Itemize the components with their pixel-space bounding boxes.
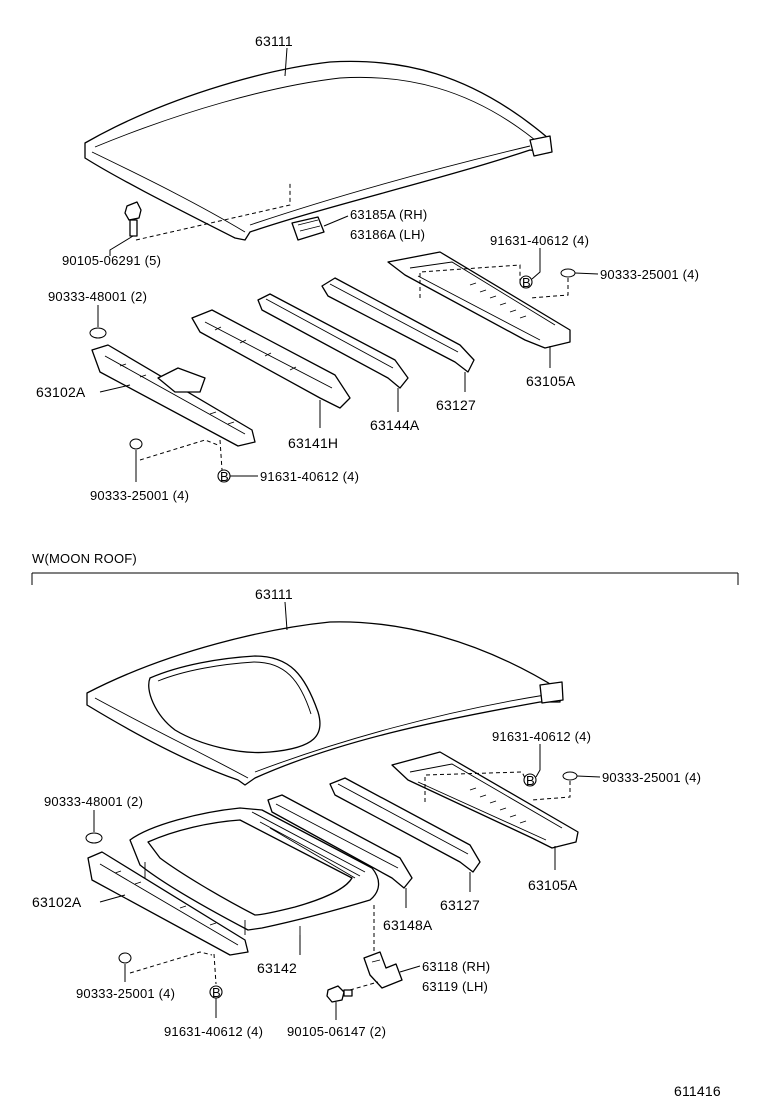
dashed-leader-rear-rail [419, 264, 521, 298]
dashed-leader-b-lower-moon [213, 953, 217, 985]
leader-clip-right-moon [576, 775, 601, 778]
bolt-moon-icon [326, 985, 353, 1003]
leader-bolt [109, 235, 134, 256]
marker-b-icon [519, 275, 533, 289]
roof-bow-63127 [321, 277, 475, 373]
marker-b-moon-icon [523, 773, 537, 787]
label-bolt: 90105-06291 (5) [62, 253, 161, 268]
label-clip-left-top-moon: 90333-48001 (2) [44, 794, 143, 809]
leader-bracket [323, 215, 349, 227]
roof-panel-moon [86, 621, 564, 786]
diagram-id: 611416 [674, 1083, 721, 1099]
leader-bolt-b-moon [535, 744, 541, 778]
clip-icon-left-moon [85, 832, 103, 844]
clip-icon-left-bottom [129, 438, 143, 450]
bracket-moon-icon [363, 951, 403, 989]
roof-bow-63148a [267, 794, 413, 889]
front-rail [91, 344, 256, 447]
rear-rail [387, 251, 571, 349]
leader-roof-panel [284, 47, 288, 77]
dashed-leader-clip-bottom [139, 439, 219, 461]
leader-bolt-b [531, 248, 541, 280]
leader-clip-right [574, 272, 599, 275]
clip-icon [560, 268, 576, 278]
clip-icon-moon [562, 771, 578, 781]
rear-rail-moon [391, 751, 579, 849]
marker-b-lower-moon: B [212, 985, 221, 1000]
label-roof-panel: 63111 [255, 33, 293, 49]
label-bracket-rh-moon: 63118 (RH) [422, 959, 490, 974]
leader-front-rail [99, 384, 131, 393]
marker-b-lower: B [220, 469, 229, 484]
sunroof-frame [129, 807, 380, 940]
marker-b-moon: B [526, 773, 535, 788]
front-rail-moon [87, 851, 249, 956]
dashed-leader-clip-moon [531, 781, 571, 801]
label-clip-right-moon: 90333-25001 (4) [602, 770, 701, 785]
label-bow-63127-moon: 63127 [440, 897, 480, 913]
label-clip-left-bottom: 90333-25001 (4) [90, 488, 189, 503]
leader-bracket-moon [399, 965, 421, 973]
label-frame: 63142 [257, 960, 297, 976]
leader-front-rail-moon [99, 894, 126, 903]
roof-bow-63144a [257, 293, 409, 389]
label-front-rail: 63102A [36, 384, 86, 400]
dashed-leader-bolt [135, 182, 291, 241]
label-bow-63127: 63127 [436, 397, 476, 413]
dashed-leader-rear-rail-moon [424, 771, 527, 802]
roof-bow-63141h [191, 309, 351, 409]
bolt-icon [124, 201, 142, 237]
label-bracket-lh: 63186A (LH) [350, 227, 425, 242]
label-bracket-lh-moon: 63119 (LH) [422, 979, 488, 994]
label-front-rail-moon: 63102A [32, 894, 82, 910]
dashed-leader-clip [529, 278, 569, 299]
roof-panel [84, 60, 553, 241]
section-bracket-line [31, 572, 739, 585]
label-rear-rail-moon: 63105A [528, 877, 578, 893]
label-bolt-b-lower: 91631-40612 (4) [260, 469, 359, 484]
label-clip-left-top: 90333-48001 (2) [48, 289, 147, 304]
label-bolt-moon: 90105-06147 (2) [287, 1024, 386, 1039]
label-bolt-b-lower-moon: 91631-40612 (4) [164, 1024, 263, 1039]
section-heading: W(MOON ROOF) [32, 551, 137, 566]
dashed-leader-clip-bottom-moon [129, 951, 213, 974]
clip-icon-left [89, 327, 107, 339]
label-clip-left-bottom-moon: 90333-25001 (4) [76, 986, 175, 1001]
label-bow-63144a: 63144A [370, 417, 420, 433]
label-rear-rail: 63105A [526, 373, 576, 389]
label-bracket-rh: 63185A (RH) [350, 207, 427, 222]
marker-b: B [522, 275, 531, 290]
dashed-leader-b-lower [219, 439, 223, 471]
label-roof-panel-moon: 63111 [255, 586, 293, 602]
label-bolt-b-moon: 91631-40612 (4) [492, 729, 591, 744]
label-clip-right: 90333-25001 (4) [600, 267, 699, 282]
bracket-icon [291, 216, 325, 241]
leader-roof-panel-moon [284, 601, 288, 631]
dashed-leader-bolt-moon [349, 981, 379, 991]
label-bow-63148a: 63148A [383, 917, 433, 933]
label-bolt-b: 91631-40612 (4) [490, 233, 589, 248]
label-bow-63141h: 63141H [288, 435, 338, 451]
roof-bow-63127-moon [329, 777, 481, 873]
clip-icon-left-bottom-moon [118, 952, 132, 964]
